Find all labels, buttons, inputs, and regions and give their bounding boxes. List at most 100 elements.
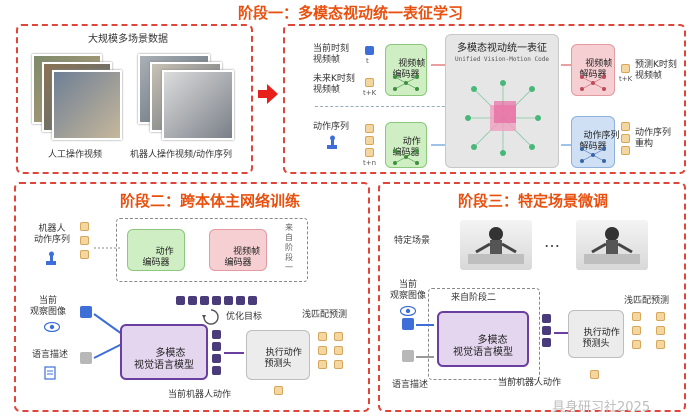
code-token (236, 296, 245, 305)
current-frame-label: 当前时刻 视频帧 (313, 44, 350, 65)
action-token (80, 250, 89, 259)
stage1-title: 阶段一：多模态视动统一表征学习 (238, 4, 464, 22)
stage1-arrow (258, 84, 278, 104)
human-video-label: 人工操作视频 (48, 150, 103, 160)
robot-action-label: 机器人 动作序列 (34, 224, 71, 245)
output-token (212, 330, 221, 339)
action-decoder-box: 动作序列 解码器 (571, 116, 619, 168)
optim-target-label: 优化目标 (226, 312, 263, 322)
target-action-token (656, 312, 665, 321)
target-action-token (334, 346, 343, 355)
unified-code-box: 多模态视动统一表征 Unified Vision-Motion Code (445, 34, 559, 168)
token-time: t+K (619, 75, 633, 83)
stage3-shallow-match-label: 浅匹配预测 (624, 296, 670, 306)
code-token (212, 296, 221, 305)
robot-arm-icon (327, 135, 337, 149)
target-action-token (656, 340, 665, 349)
future-frame-token (365, 78, 374, 87)
output-token (212, 354, 221, 363)
observation-token (402, 318, 414, 330)
predicted-action-token (632, 340, 641, 349)
stage3-panel: 阶段三：特定场景微调 特定场景 … 当前 观察图像 语言描述 来自阶段二 多模态… (378, 182, 686, 412)
stage2-action-encoder-box: 动作 编码器 (127, 229, 185, 271)
stage2-panel: 阶段二：跨本体主网络训练 机器人 动作序列 当前 观察图像 语言描述 动作 编码… (14, 182, 370, 412)
stage2-current-robot-action-label: 当前机器人动作 (168, 390, 232, 400)
observation-token (80, 306, 92, 318)
predict-frame-label: 预测K时刻 视频帧 (635, 60, 677, 81)
robot-scene-graphic (468, 227, 524, 264)
output-token (542, 314, 551, 323)
code-token (224, 296, 233, 305)
current-obs-label: 当前 观察图像 (30, 296, 67, 317)
stage3-lang-desc-label: 语言描述 (392, 380, 429, 390)
action-encoder-box: 动作 编码器 (385, 122, 427, 168)
stage2-video-encoder-box: 视频帧 编码器 (209, 229, 267, 271)
code-token (248, 296, 257, 305)
robot-video-photo (162, 70, 234, 140)
current-action-token (274, 386, 283, 395)
reconstructed-action-token (621, 134, 630, 143)
separator (315, 106, 455, 107)
video-encoder-label: 视频帧 编码器 (392, 59, 426, 80)
current-action-token (590, 370, 599, 379)
from-stage2-group: 来自阶段二 多模态 视觉语言模型 (428, 288, 540, 380)
code-token (188, 296, 197, 305)
token-time: t (366, 57, 369, 65)
robot-scene-graphic (584, 227, 640, 264)
watermark: 具身研习社2025 (552, 400, 651, 415)
current-frame-token (365, 46, 374, 55)
eye-icon (400, 306, 416, 316)
target-action-token (334, 360, 343, 369)
stage2-video-encoder-label: 视频帧 编码器 (224, 247, 261, 268)
network-icon (393, 149, 419, 165)
stage2-shallow-match-label: 浅匹配预测 (302, 310, 348, 320)
stage2-action-head-label: 执行动作 预测头 (264, 348, 302, 369)
unified-subtitle: Unified Vision-Motion Code (455, 56, 549, 63)
code-token (176, 296, 185, 305)
connector (561, 144, 571, 146)
reconstructed-action-token (621, 122, 630, 131)
document-icon (44, 366, 56, 380)
output-token (542, 338, 551, 347)
video-encoder-box: 视频帧 编码器 (385, 44, 427, 96)
predicted-action-token (318, 360, 327, 369)
language-token (402, 350, 414, 362)
robot-arm-icon (46, 251, 56, 265)
stage3-mllm-box: 多模态 视觉语言模型 (437, 311, 529, 367)
eye-icon (44, 322, 60, 332)
code-token (200, 296, 209, 305)
cycle-icon (202, 309, 219, 325)
connector (431, 64, 445, 66)
video-decoder-label: 视频帧 解码器 (579, 59, 613, 80)
input-connectors (93, 247, 123, 359)
scene-ellipsis: … (544, 232, 560, 251)
token-time: t+K (363, 89, 377, 97)
network-icon (393, 75, 419, 91)
video-decoder-box: 视频帧 解码器 (571, 44, 615, 96)
action-token (80, 236, 89, 245)
connector (554, 332, 568, 334)
stage2-action-head-box: 执行动作 预测头 (246, 330, 310, 380)
connector (416, 356, 434, 358)
target-action-token (334, 332, 343, 341)
from-stage1-group: 动作 编码器 视频帧 编码器 来 自 阶 段 一 (116, 218, 308, 282)
stage1-model-panel: 当前时刻 视频帧 t 未来K时刻 视频帧 t+K 视频帧 编码器 动作序列 t+… (283, 24, 686, 174)
future-frame-label: 未来K时刻 视频帧 (313, 74, 355, 95)
language-token (80, 352, 92, 364)
specific-scene-label: 特定场景 (394, 236, 431, 246)
scene-image (460, 220, 532, 270)
connector (561, 64, 571, 66)
output-token (542, 326, 551, 335)
action-encoder-label: 动作 编码器 (392, 137, 421, 158)
network-icon (580, 75, 606, 91)
stage2-action-encoder-label: 动作 编码器 (142, 247, 174, 268)
predicted-action-token (318, 332, 327, 341)
robot-video-label: 机器人操作视频/动作序列 (130, 150, 233, 160)
stage3-title: 阶段三：特定场景微调 (458, 192, 609, 210)
stage3-action-head-label: 执行动作 预测头 (582, 328, 620, 349)
action-token (365, 148, 374, 157)
action-token (365, 136, 374, 145)
action-token (365, 124, 374, 133)
predicted-frame-token (621, 64, 630, 73)
stage2-title: 阶段二：跨本体主网络训练 (120, 192, 301, 210)
